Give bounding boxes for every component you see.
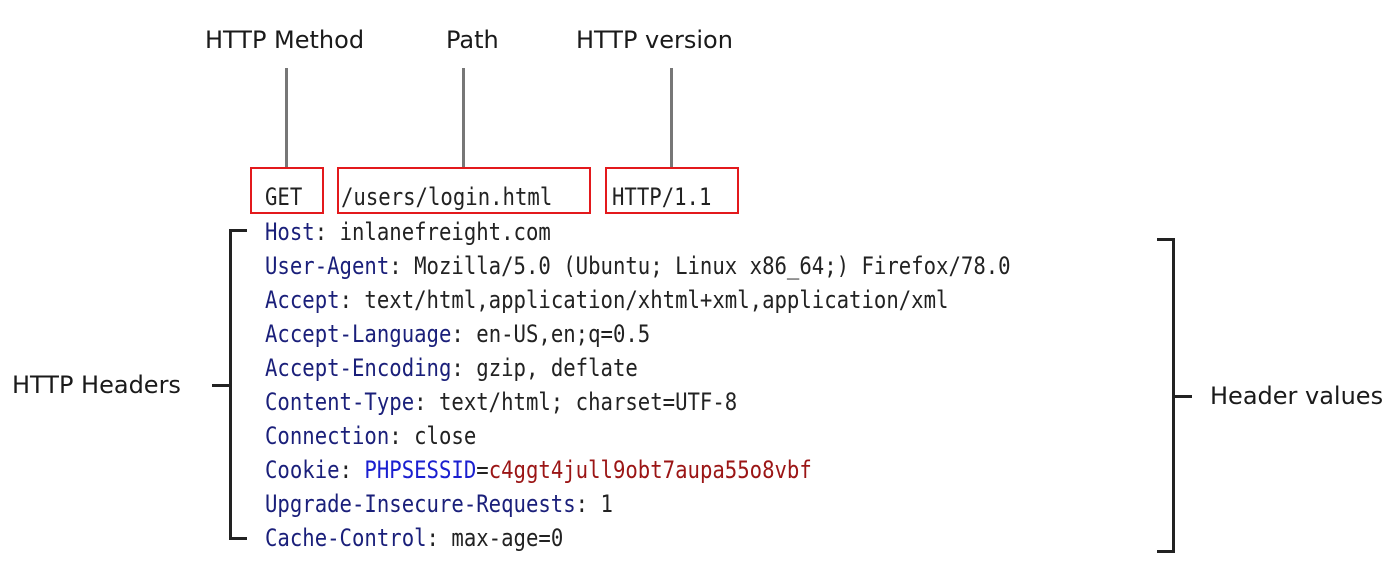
header-line: Upgrade-Insecure-Requests: 1: [265, 490, 613, 518]
request-version: HTTP/1.1: [612, 183, 712, 211]
header-line: Accept-Language: en-US,en;q=0.5: [265, 320, 651, 348]
header-name: Cookie: [265, 456, 340, 484]
header-line: Connection: close: [265, 422, 477, 450]
header-line: Cookie: PHPSESSID=c4ggt4jull9obt7aupa55o…: [265, 456, 812, 484]
method-box: [250, 167, 324, 214]
cookie-name: PHPSESSID: [364, 456, 477, 484]
header-value: max-age=0: [451, 524, 564, 552]
http-headers-label: HTTP Headers: [12, 371, 181, 399]
path-connector: [462, 68, 465, 168]
header-name: Cache-Control: [265, 524, 427, 552]
header-name: Accept: [265, 286, 340, 314]
path-label: Path: [446, 26, 499, 54]
header-value: close: [414, 422, 477, 450]
header-value: en-US,en;q=0.5: [476, 320, 651, 348]
header-value: Mozilla/5.0 (Ubuntu; Linux x86_64;) Fire…: [414, 252, 1011, 280]
header-line: Accept-Encoding: gzip, deflate: [265, 354, 638, 382]
header-name: Accept-Language: [265, 320, 452, 348]
header-value: gzip, deflate: [476, 354, 638, 382]
header-line: User-Agent: Mozilla/5.0 (Ubuntu; Linux x…: [265, 252, 1011, 280]
header-value: text/html,application/xhtml+xml,applicat…: [364, 286, 949, 314]
header-value: 1: [600, 490, 613, 518]
header-name: Host: [265, 218, 315, 246]
header-line: Host: inlanefreight.com: [265, 218, 551, 246]
header-name: User-Agent: [265, 252, 390, 280]
http-method-label: HTTP Method: [205, 26, 365, 54]
header-value: inlanefreight.com: [339, 218, 551, 246]
method-connector: [285, 68, 288, 168]
header-name: Content-Type: [265, 388, 415, 416]
header-line: Cache-Control: max-age=0: [265, 524, 564, 552]
header-line: Accept: text/html,application/xhtml+xml,…: [265, 286, 949, 314]
header-values-label: Header values: [1210, 382, 1384, 410]
header-name: Accept-Encoding: [265, 354, 452, 382]
cookie-value: c4ggt4jull9obt7aupa55o8vbf: [488, 456, 812, 484]
header-name: Connection: [265, 422, 390, 450]
http-version-label: HTTP version: [576, 26, 733, 54]
version-box: [605, 167, 739, 214]
header-name: Upgrade-Insecure-Requests: [265, 490, 576, 518]
request-method: GET: [265, 183, 303, 211]
version-connector: [670, 68, 673, 168]
header-value: text/html; charset=UTF-8: [438, 388, 738, 416]
path-box: [337, 167, 591, 214]
header-line: Content-Type: text/html; charset=UTF-8: [265, 388, 738, 416]
request-path: /users/login.html: [341, 183, 553, 211]
